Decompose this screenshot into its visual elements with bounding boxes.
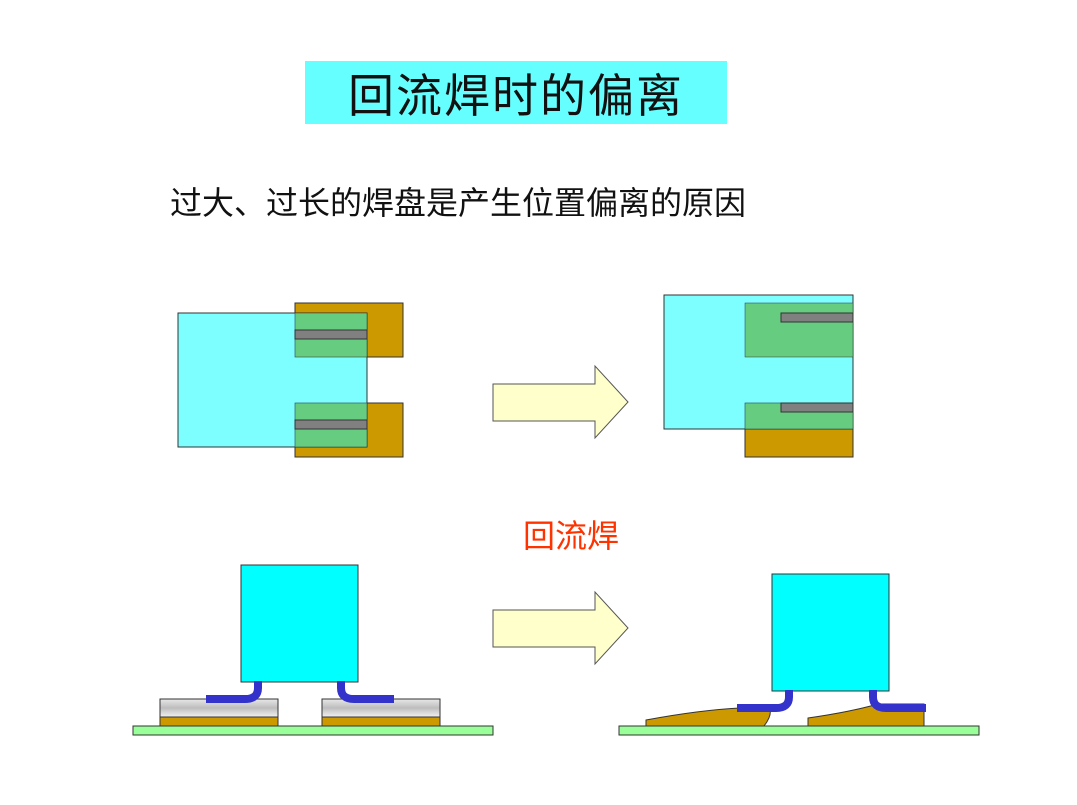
lead-left-before xyxy=(206,681,262,703)
page-title: 回流焊时的偏离 xyxy=(348,68,684,123)
pad-left-side-before xyxy=(159,716,279,727)
terminal-bottom-after xyxy=(780,402,854,413)
board-right xyxy=(618,725,980,736)
arrow-right-icon-2 xyxy=(492,590,629,666)
component-side-before xyxy=(240,564,359,683)
top-view-before xyxy=(177,302,404,458)
arrow-right-icon xyxy=(492,364,629,440)
component-side-after xyxy=(771,573,890,692)
pad-right-side-before xyxy=(321,716,441,727)
title-box: 回流焊时的偏离 xyxy=(305,61,727,124)
board-left xyxy=(132,725,494,736)
terminal-top-after xyxy=(780,312,854,323)
side-view-after xyxy=(618,573,980,736)
lead-right-before xyxy=(337,681,394,703)
lead-left-after xyxy=(737,690,793,712)
reflow-label: 回流焊 xyxy=(523,517,620,555)
terminal-top-before xyxy=(294,329,368,340)
subtitle: 过大、过长的焊盘是产生位置偏离的原因 xyxy=(170,184,747,222)
overlap-top-after xyxy=(744,302,854,358)
lead-right-after xyxy=(869,690,926,712)
top-view-after xyxy=(663,294,854,458)
side-view-before xyxy=(132,564,494,736)
terminal-bottom-before xyxy=(294,419,368,430)
